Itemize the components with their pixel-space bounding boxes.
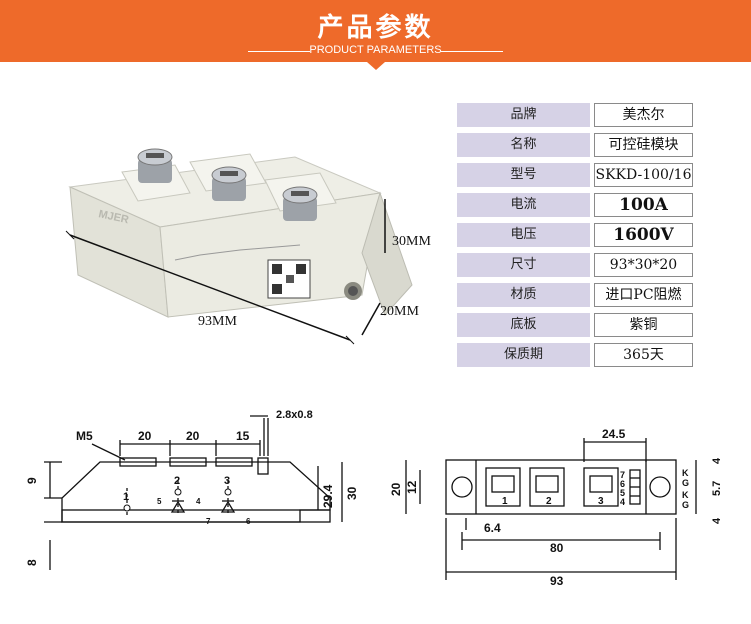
width-label: 20MM: [380, 304, 419, 319]
thread-label: M5: [76, 429, 93, 443]
spec-label: 电流: [457, 193, 590, 217]
spec-value: SKKD-100/16: [594, 163, 693, 187]
spec-row-material: 材质 进口PC阻燃: [457, 283, 693, 307]
spec-value: 进口PC阻燃: [594, 283, 693, 307]
header-banner: 产品参数 PRODUCT PARAMETERS: [0, 0, 751, 62]
spec-row-name: 名称 可控硅模块: [457, 133, 693, 157]
terminal-number-1: 1: [502, 496, 508, 507]
pin-label-4: 4: [196, 497, 201, 506]
length-dimension-line: [69, 234, 351, 341]
height-total-label: 30: [345, 486, 359, 500]
pin-label-5: 5: [620, 488, 625, 498]
terminal-screw-2: [211, 166, 247, 201]
width-dimension-line: [361, 302, 381, 336]
spec-label: 品牌: [457, 103, 590, 127]
height-label: 30MM: [392, 234, 431, 249]
spec-row-warranty: 保质期 365天: [457, 343, 693, 367]
gate-label-g1: G: [682, 478, 689, 488]
product-photo: MJER 93MM 30MM 20MM: [65, 148, 431, 345]
length-mid-label: 80: [550, 541, 564, 555]
pin-label-5: 5: [157, 497, 162, 506]
terminal-screw-1: [137, 148, 173, 183]
terminal-number-3: 3: [598, 496, 604, 507]
spec-row-current: 电流 100A: [457, 193, 693, 217]
hole-offset-label: 6.4: [484, 521, 501, 535]
right-dim-4a: 4: [711, 457, 723, 464]
spec-label: 保质期: [457, 343, 590, 367]
pin-label-6: 6: [246, 517, 251, 526]
spec-label: 型号: [457, 163, 590, 187]
right-dim-5-7: 5.7: [711, 481, 723, 496]
spec-row-model: 型号 SKKD-100/16: [457, 163, 693, 187]
spec-row-voltage: 电压 1600V: [457, 223, 693, 247]
spec-label: 名称: [457, 133, 590, 157]
banner-title: 产品参数: [317, 13, 434, 43]
spec-value: 紫铜: [594, 313, 693, 337]
spec-label: 尺寸: [457, 253, 590, 277]
spec-row-brand: 品牌 美杰尔: [457, 103, 693, 127]
spec-label: 材质: [457, 283, 590, 307]
spec-value: 365天: [594, 343, 693, 367]
pin-label-6: 6: [620, 479, 625, 489]
spacing-label-1: 20: [138, 429, 152, 443]
terminal-screw-3: [282, 186, 318, 221]
spec-label: 底板: [457, 313, 590, 337]
spec-value: 美杰尔: [594, 103, 693, 127]
top-view-drawing: 24.5 20 12 6.4 80 93 1 2 3 7 6 5 4 K G K…: [389, 427, 723, 588]
pin-label-7: 7: [620, 470, 625, 480]
tab-size-label: 2.8x0.8: [276, 409, 313, 421]
terminal-number-2: 2: [174, 475, 180, 487]
banner-subtitle: PRODUCT PARAMETERS: [309, 44, 442, 56]
height-top-label: 9: [25, 477, 39, 484]
length-label: 93MM: [198, 314, 237, 329]
spec-value: 1600V: [594, 223, 693, 247]
spec-value: 可控硅模块: [594, 133, 693, 157]
pin-label-7: 7: [206, 517, 211, 526]
spec-value: 100A: [594, 193, 693, 217]
terminal-number-1: 1: [123, 491, 129, 503]
spacing-label-3: 15: [236, 429, 250, 443]
height-bottom-label: 8: [25, 559, 39, 566]
spec-value: 93*30*20: [594, 253, 693, 277]
pin-label-4: 4: [620, 497, 625, 507]
spec-label: 电压: [457, 223, 590, 247]
terminal-number-2: 2: [546, 496, 552, 507]
height-mid-label: 29.4: [321, 484, 335, 508]
terminal-number-3: 3: [224, 475, 230, 487]
spec-row-size: 尺寸 93*30*20: [457, 253, 693, 277]
gate-label-k2: K: [682, 490, 689, 500]
gate-label-k1: K: [682, 468, 689, 478]
side-view-drawing: M5 20 20 15 2.8x0.8 9 8 29.4 30 1 2 3 5 …: [25, 409, 359, 570]
banner-notch: [367, 62, 385, 70]
width-top-label: 24.5: [602, 427, 626, 441]
height-inner-label: 12: [405, 480, 419, 494]
spec-row-baseplate: 底板 紫铜: [457, 313, 693, 337]
gate-label-g2: G: [682, 500, 689, 510]
spacing-label-2: 20: [186, 429, 200, 443]
right-dim-4b: 4: [711, 517, 723, 524]
height-outer-label: 20: [389, 482, 403, 496]
banner-left-rule: [248, 51, 310, 52]
length-total-label: 93: [550, 574, 564, 588]
banner-right-rule: [441, 51, 503, 52]
